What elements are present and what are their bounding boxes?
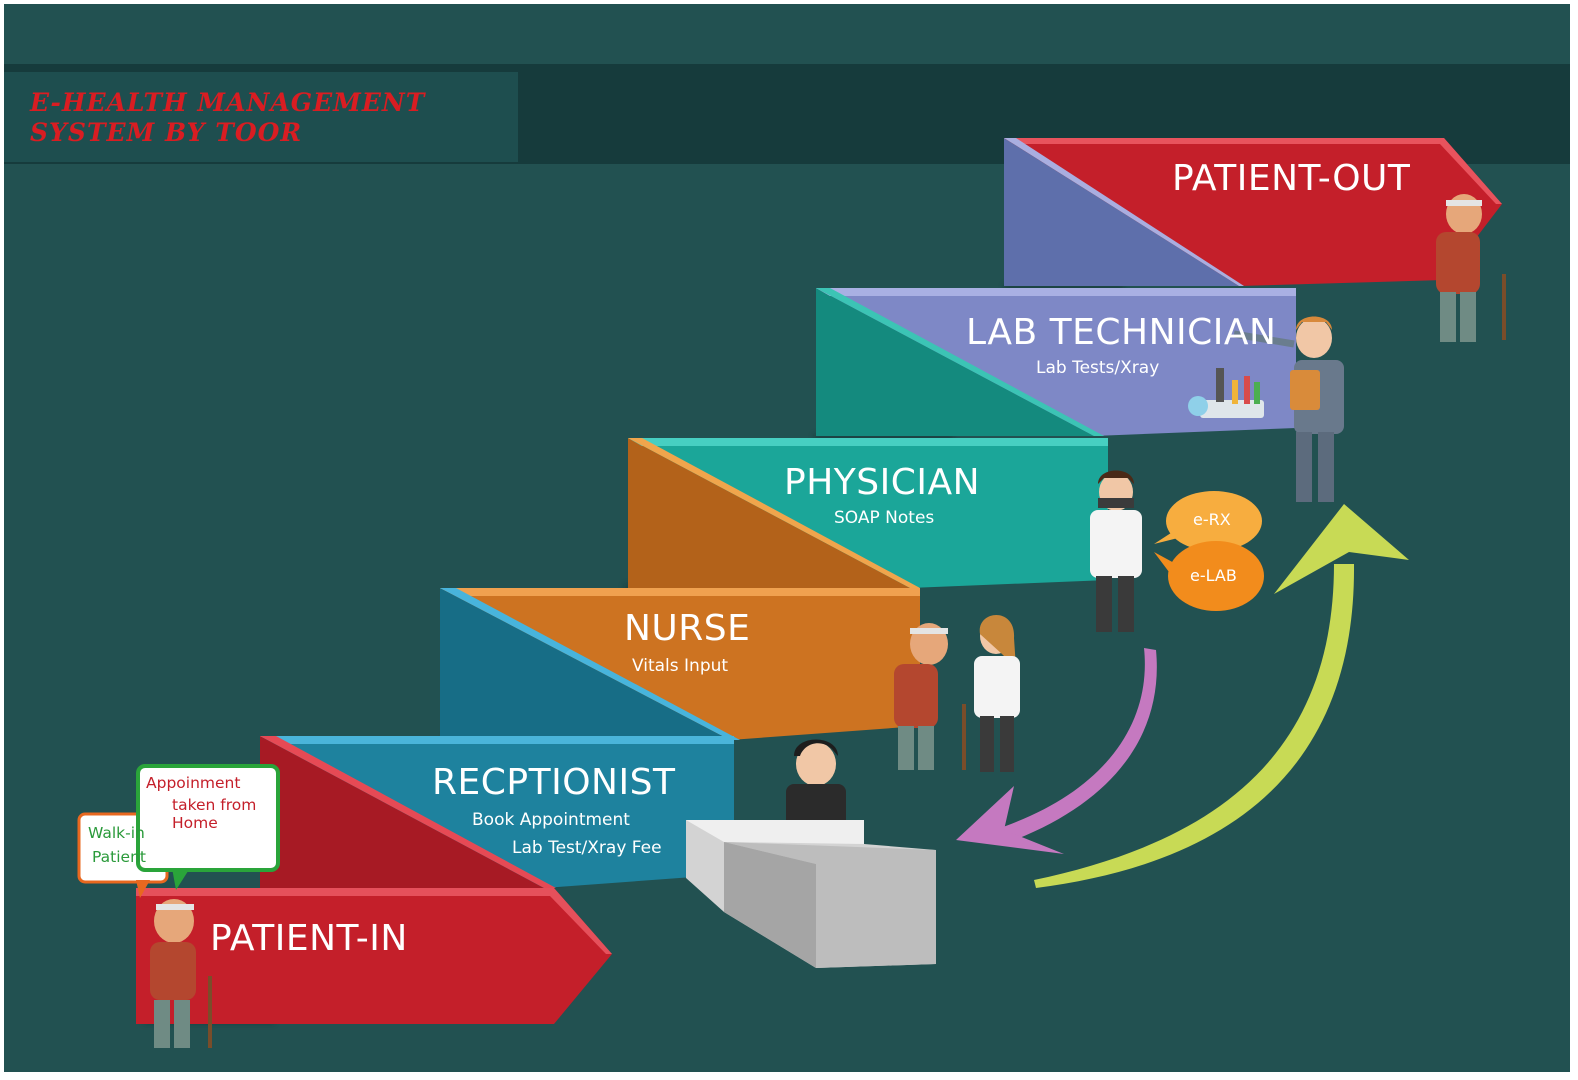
stage-nurse-shape	[440, 588, 920, 740]
erx-bubble-shape	[1154, 491, 1262, 551]
appointment-note-line-2: taken from	[172, 796, 257, 814]
stage-lab-technician-title: LAB TECHNICIAN	[966, 312, 1277, 353]
stage-receptionist-shape	[260, 736, 734, 888]
stage-patient-in-shape	[136, 888, 612, 1024]
stage-patient-in-title: PATIENT-IN	[210, 918, 408, 959]
workflow-graphic	[4, 4, 1570, 1072]
app-title-line-1: E-HEALTH MANAGEMENT	[30, 88, 426, 117]
elab-label: e-LAB	[1190, 566, 1237, 585]
stage-patient-out-title: PATIENT-OUT	[1172, 158, 1411, 199]
diagram-canvas: E-HEALTH MANAGEMENT SYSTEM BY TOOR PATIE…	[4, 4, 1570, 1072]
stage-nurse-subtitle: Vitals Input	[632, 656, 729, 676]
elderly-patient-exit-icon	[1436, 194, 1506, 342]
walk-in-note-line-1: Walk-in	[88, 824, 145, 842]
stage-physician-subtitle: SOAP Notes	[834, 508, 935, 528]
elab-bubble-shape	[1154, 541, 1264, 611]
stage-physician-title: PHYSICIAN	[784, 462, 981, 503]
stage-nurse-title: NURSE	[624, 608, 751, 649]
title-box	[4, 72, 518, 162]
exit-arrow	[1034, 504, 1409, 888]
elderly-patient-icon	[150, 899, 212, 1048]
stage-receptionist-line-2: Lab Test/Xray Fee	[512, 838, 662, 858]
appointment-note-line-3: Home	[172, 814, 218, 832]
walk-in-note-line-2: Patient	[92, 848, 146, 866]
receptionist-desk-icon	[686, 739, 936, 968]
nurse-patient-group-icon	[894, 615, 1020, 772]
stage-lab-technician-subtitle: Lab Tests/Xray	[1036, 358, 1160, 378]
appointment-note-line-1: Appoinment	[146, 774, 241, 792]
lab-technician-icon	[1233, 316, 1344, 502]
stage-receptionist-line-1: Book Appointment	[472, 810, 630, 830]
erx-label: e-RX	[1193, 510, 1231, 529]
stage-receptionist-title: RECPTIONIST	[432, 762, 676, 803]
stage-lab-technician-shape	[816, 288, 1296, 436]
appointment-note-shape	[136, 764, 280, 890]
physician-icon	[1090, 470, 1142, 632]
lab-equipment-icon	[1188, 368, 1264, 418]
app-title-line-2: SYSTEM BY TOOR	[30, 118, 303, 147]
return-arrow	[956, 648, 1157, 854]
stage-physician-shape	[628, 438, 1108, 588]
